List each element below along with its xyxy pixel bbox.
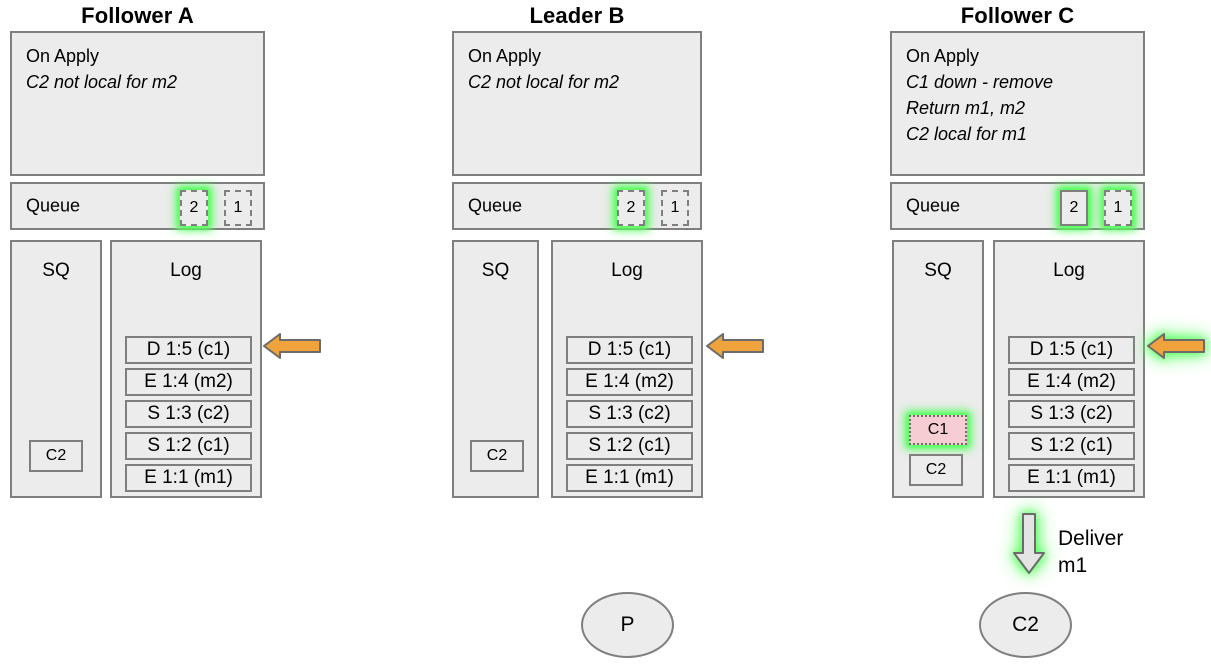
sq-panel-b: SQ C2 [452, 240, 539, 498]
queue-slot-a-0[interactable]: 2 [180, 190, 208, 226]
sq-panel-a: SQ C2 [10, 240, 102, 498]
queue-panel-c: Queue 2 1 [890, 182, 1145, 230]
log-entry-c-0[interactable]: D 1:5 (c1) [1008, 336, 1135, 364]
sq-title-c: SQ [924, 260, 952, 281]
column-title-follower-c: Follower C [960, 3, 1075, 28]
deliver-label-line2: m1 [1058, 554, 1088, 577]
log-entry-a-0[interactable]: D 1:5 (c1) [125, 336, 252, 364]
sq-item-b-0[interactable]: C2 [470, 440, 524, 472]
sq-item-c-0[interactable]: C1 [909, 415, 967, 445]
queue-label-c: Queue [906, 195, 961, 216]
log-entry-c-2[interactable]: S 1:3 (c2) [1008, 400, 1135, 428]
log-title-b: Log [611, 260, 643, 281]
on-apply-line-c-2: C2 local for m1 [906, 124, 1028, 144]
log-entry-a-1[interactable]: E 1:4 (m2) [125, 368, 252, 396]
queue-slot-a-1[interactable]: 1 [224, 190, 252, 226]
on-apply-panel-b: On Apply C2 not local for m2 [452, 31, 702, 176]
log-entry-a-2[interactable]: S 1:3 (c2) [125, 400, 252, 428]
deliver-label-c: Deliver m1 [1058, 525, 1123, 579]
on-apply-line-a-0: C2 not local for m2 [26, 72, 178, 92]
queue-slot-c-1[interactable]: 1 [1104, 190, 1132, 226]
arrow-left-icon [706, 333, 764, 359]
log-entry-b-2[interactable]: S 1:3 (c2) [566, 400, 693, 428]
on-apply-panel-c: On Apply C1 down - remove Return m1, m2 … [890, 31, 1145, 176]
log-title-a: Log [170, 260, 202, 281]
queue-label-a: Queue [26, 195, 81, 216]
node-ellipse-c2[interactable]: C2 [979, 592, 1072, 658]
log-entry-c-4[interactable]: E 1:1 (m1) [1008, 464, 1135, 492]
commit-arrow-a [263, 331, 321, 361]
log-panel-b: Log D 1:5 (c1) E 1:4 (m2) S 1:3 (c2) S 1… [551, 240, 703, 498]
log-entry-a-3[interactable]: S 1:2 (c1) [125, 432, 252, 460]
log-entry-b-3[interactable]: S 1:2 (c1) [566, 432, 693, 460]
on-apply-line-c-0: C1 down - remove [906, 72, 1054, 92]
queue-label-b: Queue [468, 195, 523, 216]
log-entry-b-4[interactable]: E 1:1 (m1) [566, 464, 693, 492]
on-apply-heading-c: On Apply [906, 46, 980, 66]
on-apply-line-b-0: C2 not local for m2 [468, 72, 620, 92]
log-entry-c-3[interactable]: S 1:2 (c1) [1008, 432, 1135, 460]
log-entry-b-0[interactable]: D 1:5 (c1) [566, 336, 693, 364]
queue-panel-b: Queue 2 1 [452, 182, 702, 230]
arrow-left-icon [263, 333, 321, 359]
queue-slot-c-0[interactable]: 2 [1060, 190, 1088, 226]
sq-title-b: SQ [481, 260, 510, 281]
on-apply-panel-a: On Apply C2 not local for m2 [10, 31, 265, 176]
queue-slot-b-0[interactable]: 2 [617, 190, 645, 226]
on-apply-heading-a: On Apply [26, 46, 100, 66]
arrow-down-icon [1013, 513, 1045, 574]
arrow-left-icon [1147, 333, 1205, 359]
log-panel-c: Log D 1:5 (c1) E 1:4 (m2) S 1:3 (c2) S 1… [993, 240, 1145, 498]
column-title-follower-a: Follower A [81, 3, 194, 28]
column-title-leader-b: Leader B [529, 3, 625, 28]
node-ellipse-p[interactable]: P [581, 592, 674, 658]
log-title-c: Log [1053, 260, 1085, 281]
commit-arrow-b [706, 331, 764, 361]
sq-item-a-0[interactable]: C2 [29, 440, 83, 472]
queue-panel-a: Queue 2 1 [10, 182, 265, 230]
sq-item-c-1[interactable]: C2 [909, 454, 963, 486]
deliver-arrow-c [1012, 513, 1046, 575]
on-apply-heading-b: On Apply [468, 46, 542, 66]
sq-title-a: SQ [42, 260, 70, 281]
log-panel-a: Log D 1:5 (c1) E 1:4 (m2) S 1:3 (c2) S 1… [110, 240, 262, 498]
on-apply-text-c: On Apply C1 down - remove Return m1, m2 … [906, 43, 1053, 147]
queue-slot-b-1[interactable]: 1 [661, 190, 689, 226]
log-entry-a-4[interactable]: E 1:1 (m1) [125, 464, 252, 492]
on-apply-line-c-1: Return m1, m2 [906, 98, 1026, 118]
commit-arrow-c [1147, 331, 1205, 361]
log-entry-c-1[interactable]: E 1:4 (m2) [1008, 368, 1135, 396]
on-apply-text-b: On Apply C2 not local for m2 [468, 43, 619, 95]
log-entry-b-1[interactable]: E 1:4 (m2) [566, 368, 693, 396]
deliver-label-line1: Deliver [1058, 527, 1124, 550]
on-apply-text-a: On Apply C2 not local for m2 [26, 43, 177, 95]
sq-panel-c: SQ C1 C2 [892, 240, 984, 498]
